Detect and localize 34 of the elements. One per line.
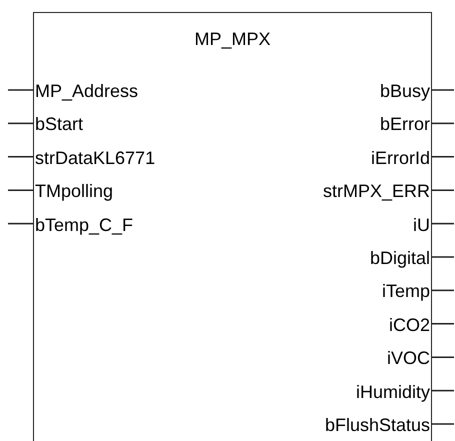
pin-line [432, 423, 454, 425]
pin-line [8, 89, 33, 91]
input-pin: MP_Address [34, 79, 140, 103]
output-pin: iTemp [380, 279, 431, 304]
output-pin: bBusy [378, 79, 431, 103]
input-pin: TMpolling [34, 179, 114, 204]
input-pin: bTemp_C_F [34, 212, 134, 237]
pin-line [432, 122, 454, 124]
output-pin: bError [378, 112, 431, 136]
input-pin: bStart [34, 112, 84, 136]
pin-line [432, 323, 454, 325]
pin-line [8, 222, 33, 224]
pin-line [432, 390, 454, 392]
pin-line [432, 290, 454, 292]
pin-line [432, 189, 454, 191]
output-pin: bDigital [368, 246, 431, 270]
output-pin: iCO2 [388, 312, 431, 337]
input-pin: strDataKL6771 [34, 146, 156, 170]
pin-line [8, 156, 33, 158]
output-pin: iU [412, 212, 431, 237]
pin-line [8, 189, 33, 191]
output-pin: bFlushStatus [324, 413, 431, 437]
pin-line [432, 156, 454, 158]
output-pin: iErrorId [370, 146, 431, 170]
block-title: MP_MPX [193, 28, 272, 51]
pin-line [432, 89, 454, 91]
pin-line [432, 356, 454, 358]
output-pin: iVOC [386, 346, 431, 370]
output-pin: iHumidity [354, 380, 431, 404]
function-block [33, 12, 432, 441]
pin-line [432, 222, 454, 224]
pin-line [8, 122, 33, 124]
output-pin: strMPX_ERR [322, 179, 431, 204]
pin-line [432, 256, 454, 258]
